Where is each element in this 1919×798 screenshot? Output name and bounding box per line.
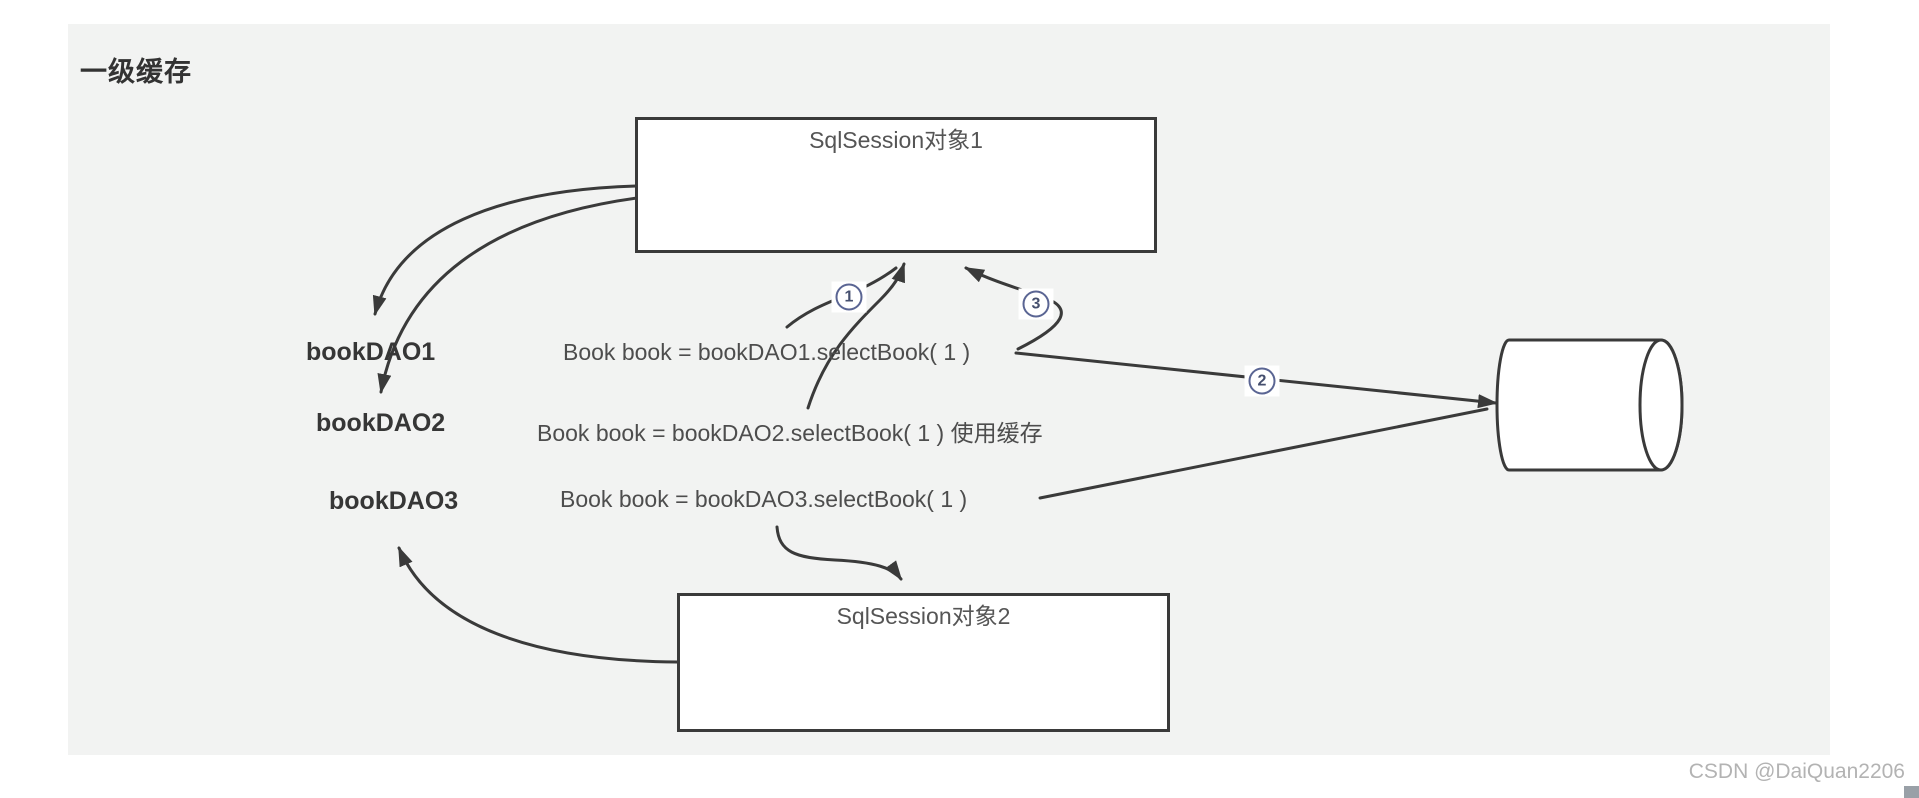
step-1-number: 1: [835, 283, 863, 311]
step-badge-1: 1: [831, 281, 867, 313]
step-2-number: 2: [1248, 367, 1276, 395]
bookdao3-label: bookDAO3: [329, 487, 459, 515]
step-badge-3: 3: [1018, 288, 1054, 320]
step-badge-2: 2: [1244, 365, 1280, 397]
sqlsession2-box: SqlSession对象2: [677, 593, 1170, 732]
sqlsession1-box: SqlSession对象1: [635, 117, 1157, 253]
bookdao1-label: bookDAO1: [306, 338, 436, 366]
call-line-1: Book book = bookDAO1.selectBook( 1 ): [563, 339, 971, 365]
call-line-3: Book book = bookDAO3.selectBook( 1 ): [560, 486, 968, 512]
bookdao2-label: bookDAO2: [316, 409, 446, 437]
call-line-2: Book book = bookDAO2.selectBook( 1 ) 使用缓…: [537, 420, 1043, 446]
step-3-number: 3: [1022, 290, 1050, 318]
sqlsession1-label: SqlSession对象1: [809, 127, 983, 153]
page-title: 一级缓存: [80, 57, 192, 87]
sqlsession2-label: SqlSession对象2: [836, 603, 1011, 629]
watermark: CSDN @DaiQuan2206: [1688, 760, 1905, 783]
corner-square: [1904, 786, 1919, 798]
